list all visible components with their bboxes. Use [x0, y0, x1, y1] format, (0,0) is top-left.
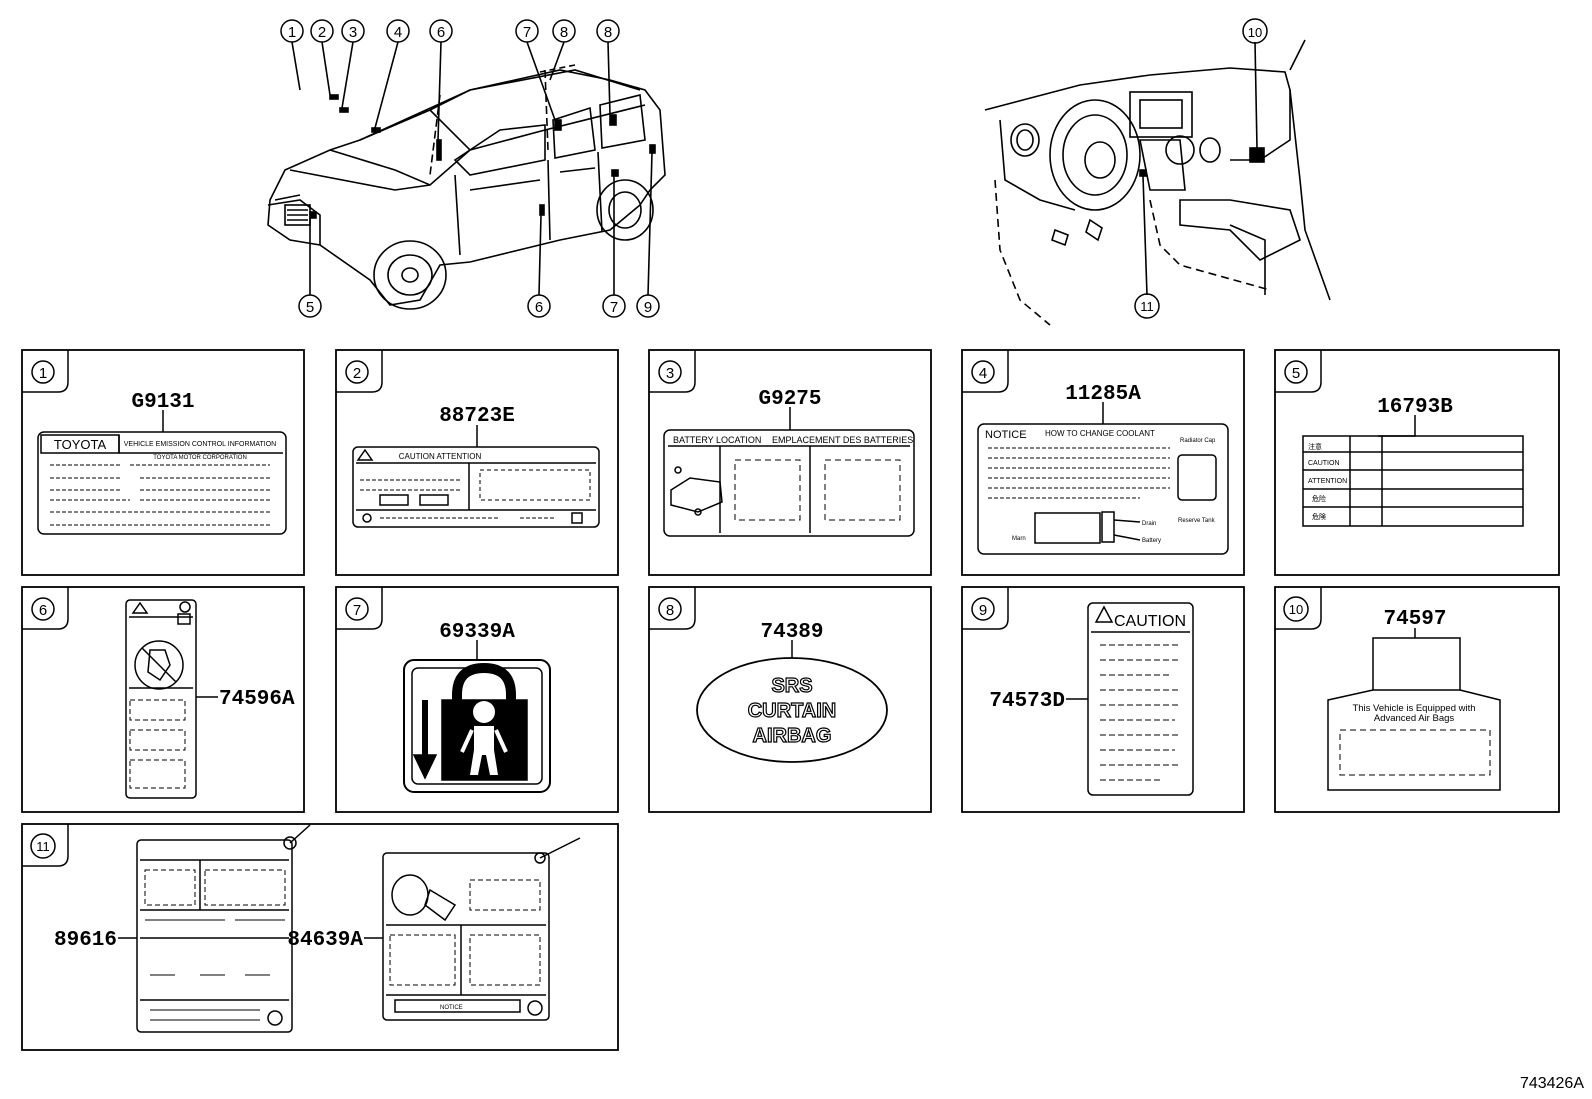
label-g9275-drawing	[663, 407, 915, 537]
callout-markers	[280, 18, 1268, 319]
part-number-g9131: G9131	[131, 391, 194, 414]
panel-num-6: 6	[39, 602, 47, 619]
callout-4: 4	[394, 24, 402, 41]
label-74596a-drawing	[125, 599, 218, 799]
part-number-g9275: G9275	[758, 388, 821, 411]
callout-6b: 6	[535, 299, 543, 316]
panel-num-9: 9	[979, 602, 987, 619]
label-74597-drawing	[1327, 628, 1501, 791]
part-number-88723e: 88723E	[439, 405, 515, 428]
panel-frames	[21, 349, 1560, 1051]
label-text-curtain: CURTAIN	[748, 700, 837, 722]
part-number-89616: 89616	[54, 929, 117, 952]
label-text-battery-location: BATTERY LOCATION	[673, 435, 761, 445]
callout-1: 1	[288, 24, 296, 41]
label-text-caution: CAUTION	[1114, 613, 1186, 630]
callout-7b: 7	[610, 299, 618, 316]
callout-7a: 7	[523, 24, 531, 41]
label-89616-drawing	[118, 824, 311, 1033]
callout-5: 5	[306, 299, 314, 316]
label-text-radiator-cap: Radiator Cap	[1180, 438, 1216, 444]
panel-num-2: 2	[353, 365, 361, 382]
label-text-5c: ATTENTION	[1308, 478, 1347, 485]
part-number-11285a: 11285A	[1065, 383, 1141, 406]
label-69339a-drawing	[403, 640, 551, 793]
label-74573d-drawing	[1066, 602, 1194, 796]
label-text-notice-11: NOTICE	[440, 1005, 463, 1011]
label-text-advanced: Advanced Air Bags	[1374, 713, 1455, 724]
panel-num-11: 11	[36, 839, 50, 854]
callout-9: 9	[644, 299, 652, 316]
part-number-74597: 74597	[1383, 608, 1446, 631]
vehicle-interior-illustration	[984, 39, 1331, 326]
label-g9131-drawing	[37, 410, 287, 535]
callout-11: 11	[1140, 299, 1154, 314]
label-text-marn: Marn	[1012, 536, 1026, 542]
callout-2: 2	[318, 24, 326, 41]
callout-3: 3	[349, 24, 357, 41]
panel-num-7: 7	[353, 602, 361, 619]
panel-num-4: 4	[979, 365, 987, 382]
part-number-84639a: 84639A	[287, 929, 363, 952]
label-text-airbag: AIRBAG	[753, 725, 832, 747]
part-number-74573d: 74573D	[989, 690, 1065, 713]
label-text-5a: 注意	[1308, 442, 1322, 451]
label-text-emission: VEHICLE EMISSION CONTROL INFORMATION	[124, 441, 276, 448]
panel-number-tabs	[22, 350, 1322, 867]
label-88723e-drawing	[352, 425, 600, 528]
callout-8b: 8	[604, 24, 612, 41]
label-text-battery: Battery	[1142, 538, 1161, 544]
label-text-toyota: TOYOTA	[54, 437, 107, 452]
label-text-5e: 危険	[1312, 512, 1326, 521]
label-text-emplacement: EMPLACEMENT DES BATTERIES	[772, 435, 913, 445]
part-number-16793b: 16793B	[1377, 396, 1453, 419]
callout-10: 10	[1248, 25, 1262, 40]
callout-8a: 8	[560, 24, 568, 41]
panel-num-10: 10	[1289, 602, 1303, 617]
label-text-tmc: TOYOTA MOTOR CORPORATION	[153, 455, 247, 461]
panel-num-3: 3	[666, 365, 674, 382]
label-text-drain: Drain	[1142, 521, 1156, 527]
part-number-74389: 74389	[760, 621, 823, 644]
label-text-reserve-tank: Reserve Tank	[1178, 518, 1216, 524]
label-texts: TOYOTA VEHICLE EMISSION CONTROL INFORMAT…	[54, 429, 1476, 1011]
label-text-5d: 危险	[1312, 494, 1326, 503]
panel-num-1: 1	[39, 365, 47, 382]
label-16793b-drawing	[1302, 415, 1524, 527]
diagram-id: 743426A	[1519, 1075, 1584, 1092]
vehicle-exterior-illustration	[267, 41, 666, 310]
part-numbers: G9131 88723E G9275 11285A 16793B 74596A …	[54, 383, 1453, 952]
callout-6a: 6	[437, 24, 445, 41]
label-text-5b: CAUTION	[1308, 460, 1340, 467]
label-84639a-drawing	[364, 837, 581, 1021]
callout-numbers: 1 2 3 4 6 7 8 8 5 6 7 9 10 11 1 2 3 4 5 …	[36, 24, 1303, 854]
label-text-caution-attention: CAUTION ATTENTION	[399, 452, 482, 461]
panel-num-8: 8	[666, 602, 674, 619]
part-number-69339a: 69339A	[439, 621, 515, 644]
label-11285a-drawing	[977, 402, 1229, 555]
label-text-equipped: This Vehicle is Equipped with	[1352, 703, 1475, 714]
panel-num-5: 5	[1292, 365, 1300, 382]
part-number-74596a: 74596A	[219, 688, 295, 711]
label-74389-drawing	[696, 640, 888, 763]
label-text-notice: NOTICE	[985, 429, 1027, 441]
label-text-srs: SRS	[771, 675, 812, 697]
label-text-coolant: HOW TO CHANGE COOLANT	[1045, 429, 1155, 438]
